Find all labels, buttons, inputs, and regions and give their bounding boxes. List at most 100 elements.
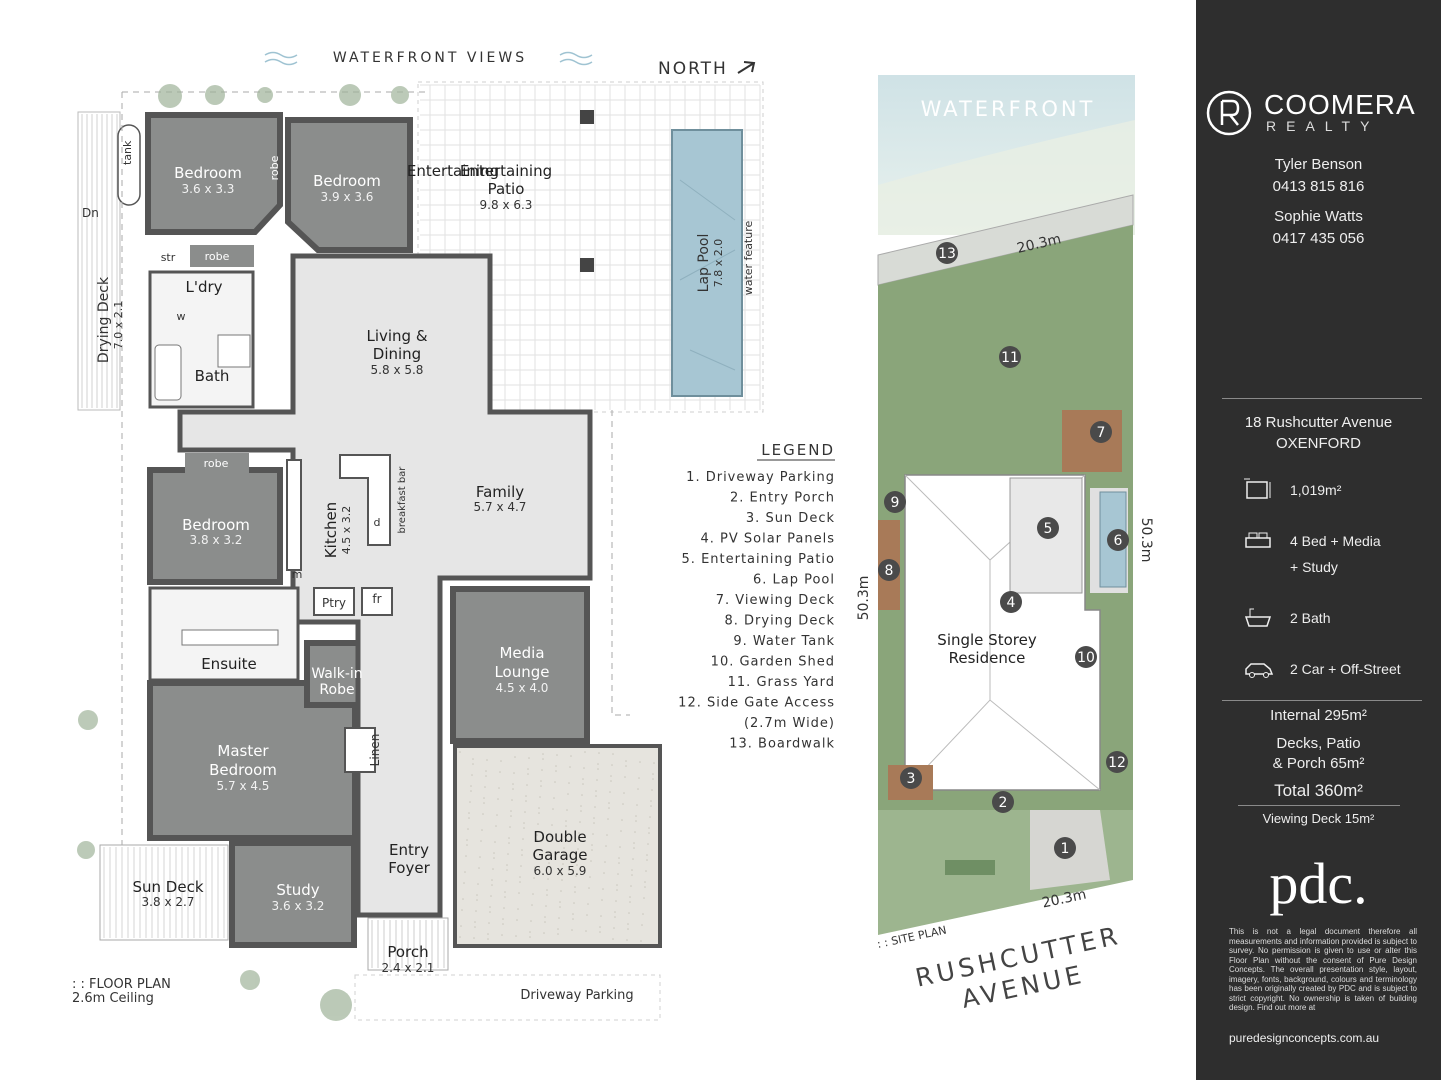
agent-1-name: Tyler Benson [1274,156,1363,173]
media-lounge [450,586,590,744]
entertaining-name-1: Entertaining [460,162,552,180]
waterfront-label: WATERFRONT [921,97,1096,121]
study [229,840,357,948]
agent-2-phone[interactable]: 0417 435 056 [1272,230,1365,247]
study-dim: 3.6 x 3.2 [272,899,325,913]
site-plan-caption: : : SITE PLAN [876,924,948,951]
boardwalk [877,194,1134,286]
entertaining-name: Entertaining [407,162,499,180]
site-marker-label: 10 [1077,650,1095,666]
waterfront-water [878,75,1135,235]
floor-plan: WATERFRONT VIEWS NORTH t [72,50,835,1021]
sun-deck-name: Sun Deck [132,878,203,896]
site-sun-deck [888,765,933,800]
agent-panel: COOMERA REALTY Tyler Benson 0413 815 816… [1196,0,1441,1080]
bed-icon [1245,532,1271,548]
wave-icon [264,51,298,66]
decks-area-2: & Porch 65m² [1272,755,1365,772]
divider [1222,398,1422,399]
divider [1222,700,1422,701]
dishwasher-label: d [374,516,381,529]
entertaining-dim: 9.8 x 6.3 [480,198,533,212]
site-marker-label: 2 [999,795,1008,811]
walk-in-robe-name-2: Robe [319,682,354,698]
site-marker-8 [878,559,900,581]
legend-item: 12. Side Gate Access [678,696,835,711]
legend-item: 6. Lap Pool [753,573,835,588]
site-marker-label: 6 [1114,533,1123,549]
pdc-logo: pdc. [1269,851,1368,916]
living-dim: 5.8 x 5.8 [371,363,424,377]
legend-item: 10. Garden Shed [711,655,835,670]
str-label: str [161,251,176,264]
site-marker-label: 13 [938,246,956,262]
site-marker-9 [884,491,906,513]
living-areas [177,253,593,918]
kitchen-name: Kitchen [322,502,340,558]
drying-deck-label: Drying Deck [96,276,112,363]
garage-name-2: Garage [533,846,588,864]
website-link[interactable]: puredesignconcepts.com.au [1229,1031,1380,1045]
disclaimer: This is not a legal document therefore a… [1229,927,1417,1012]
legend-item: 8. Drying Deck [724,614,835,629]
residence-roof [904,474,1101,791]
porch-dim: 2.4 x 2.1 [382,961,435,975]
robe-label: robe [204,457,229,470]
linen [344,727,376,773]
bathrooms: 2 Bath [1290,610,1331,626]
site-dim-bottom: 20.3m [1041,887,1088,912]
porch-name: Porch [387,943,428,961]
site-marker-label: 7 [1097,425,1106,441]
walk-in-robe-name-1: Walk-in [311,666,362,682]
site-marker-label: 3 [907,771,916,787]
bedrooms-extra: + Study [1290,559,1338,575]
legend-item: 5. Entertaining Patio [682,552,835,567]
site-marker-11 [999,346,1021,368]
fridge-label: fr [372,592,381,606]
living-name-2: Dining [373,345,421,363]
address: 18 Rushcutter Avenue [1244,414,1393,431]
lap-pool-name: Lap Pool [696,234,712,293]
site-marker-label: 4 [1007,595,1016,611]
sun-deck-dim: 3.8 x 2.7 [142,895,195,909]
media-name-1: Media [499,644,544,662]
site-dim-right: 50.3m [1138,518,1154,563]
suburb: OXENFORD [1275,435,1361,452]
double-garage [453,744,662,948]
bedroom-2 [285,117,413,253]
street-name-2: AVENUE [959,959,1087,1013]
site-marker-4 [1000,591,1022,613]
site-entertaining-patio [1009,477,1083,594]
bath-icon [1244,608,1272,627]
agent-1-phone[interactable]: 0413 815 816 [1272,178,1365,195]
site-lap-pool [1099,491,1127,588]
garage-texture [459,751,655,942]
brand-name: COOMERA [1264,89,1416,120]
brand-sub: REALTY [1266,118,1380,134]
site-marker-5 [1037,517,1059,539]
legend-title: LEGEND [761,441,835,459]
legend-item: 4. PV Solar Panels [700,532,835,547]
site-marker-7 [1090,421,1112,443]
north-arrow-icon [737,61,756,74]
kitchen-dim: 4.5 x 3.2 [340,506,353,555]
bedroom-2-dim: 3.9 x 3.6 [321,190,374,204]
bedroom-1-dim: 3.6 x 3.3 [182,182,235,196]
entertaining-name-2: Patio [488,180,525,198]
master-name-2: Bedroom [209,761,277,779]
site-dim-top: 20.3m [1015,231,1062,257]
water-tank [117,124,141,206]
pantry [313,587,355,616]
entry-name-1: Entry [389,841,429,859]
washer-label: w [177,310,186,323]
site-marker-10 [1075,646,1097,668]
total-area: Total 360m² [1274,781,1363,800]
media-dim: 4.5 x 4.0 [496,681,549,695]
breakfast-bar [339,454,391,546]
master-bedroom [147,680,358,841]
study-name: Study [276,881,319,899]
drying-deck-dim: 7.0 x 2.1 [112,301,125,350]
drying-deck [77,111,121,411]
bedroom-2-name: Bedroom [313,172,381,190]
